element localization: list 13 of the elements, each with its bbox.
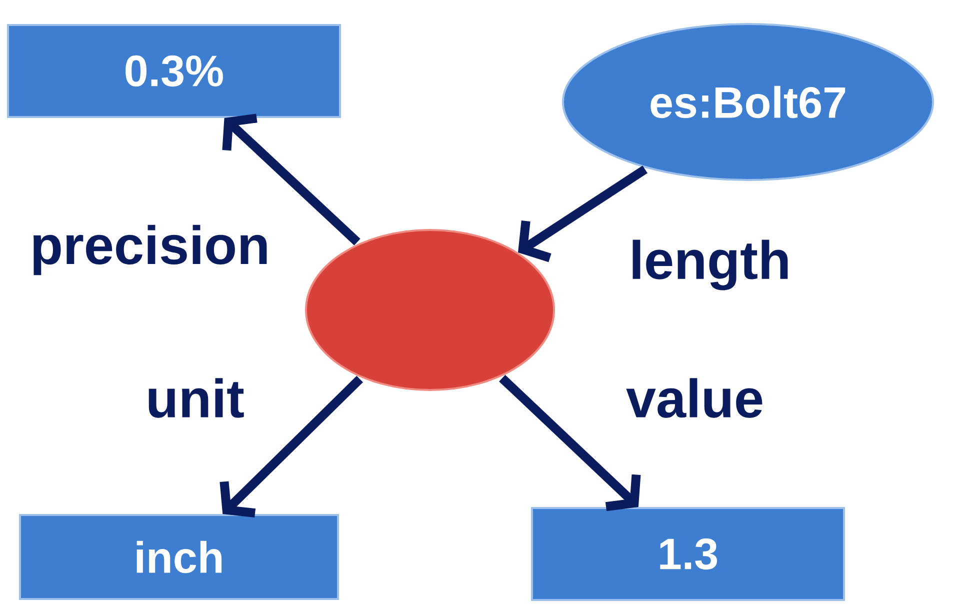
arrow xyxy=(220,376,363,518)
value-box: 0.3% xyxy=(7,24,341,118)
edge-label: length xyxy=(632,240,788,290)
edge-label: value xyxy=(626,378,762,418)
edge-label: precision xyxy=(34,224,267,276)
arrow xyxy=(518,166,648,262)
arrow xyxy=(499,374,641,512)
value-box: 1.3 xyxy=(531,507,845,601)
arrow xyxy=(222,114,360,246)
ellipse-node: es:Bolt67 xyxy=(562,23,934,181)
edge-label: unit xyxy=(148,378,244,418)
value-box: inch xyxy=(19,514,339,600)
ellipse-node xyxy=(305,229,555,391)
